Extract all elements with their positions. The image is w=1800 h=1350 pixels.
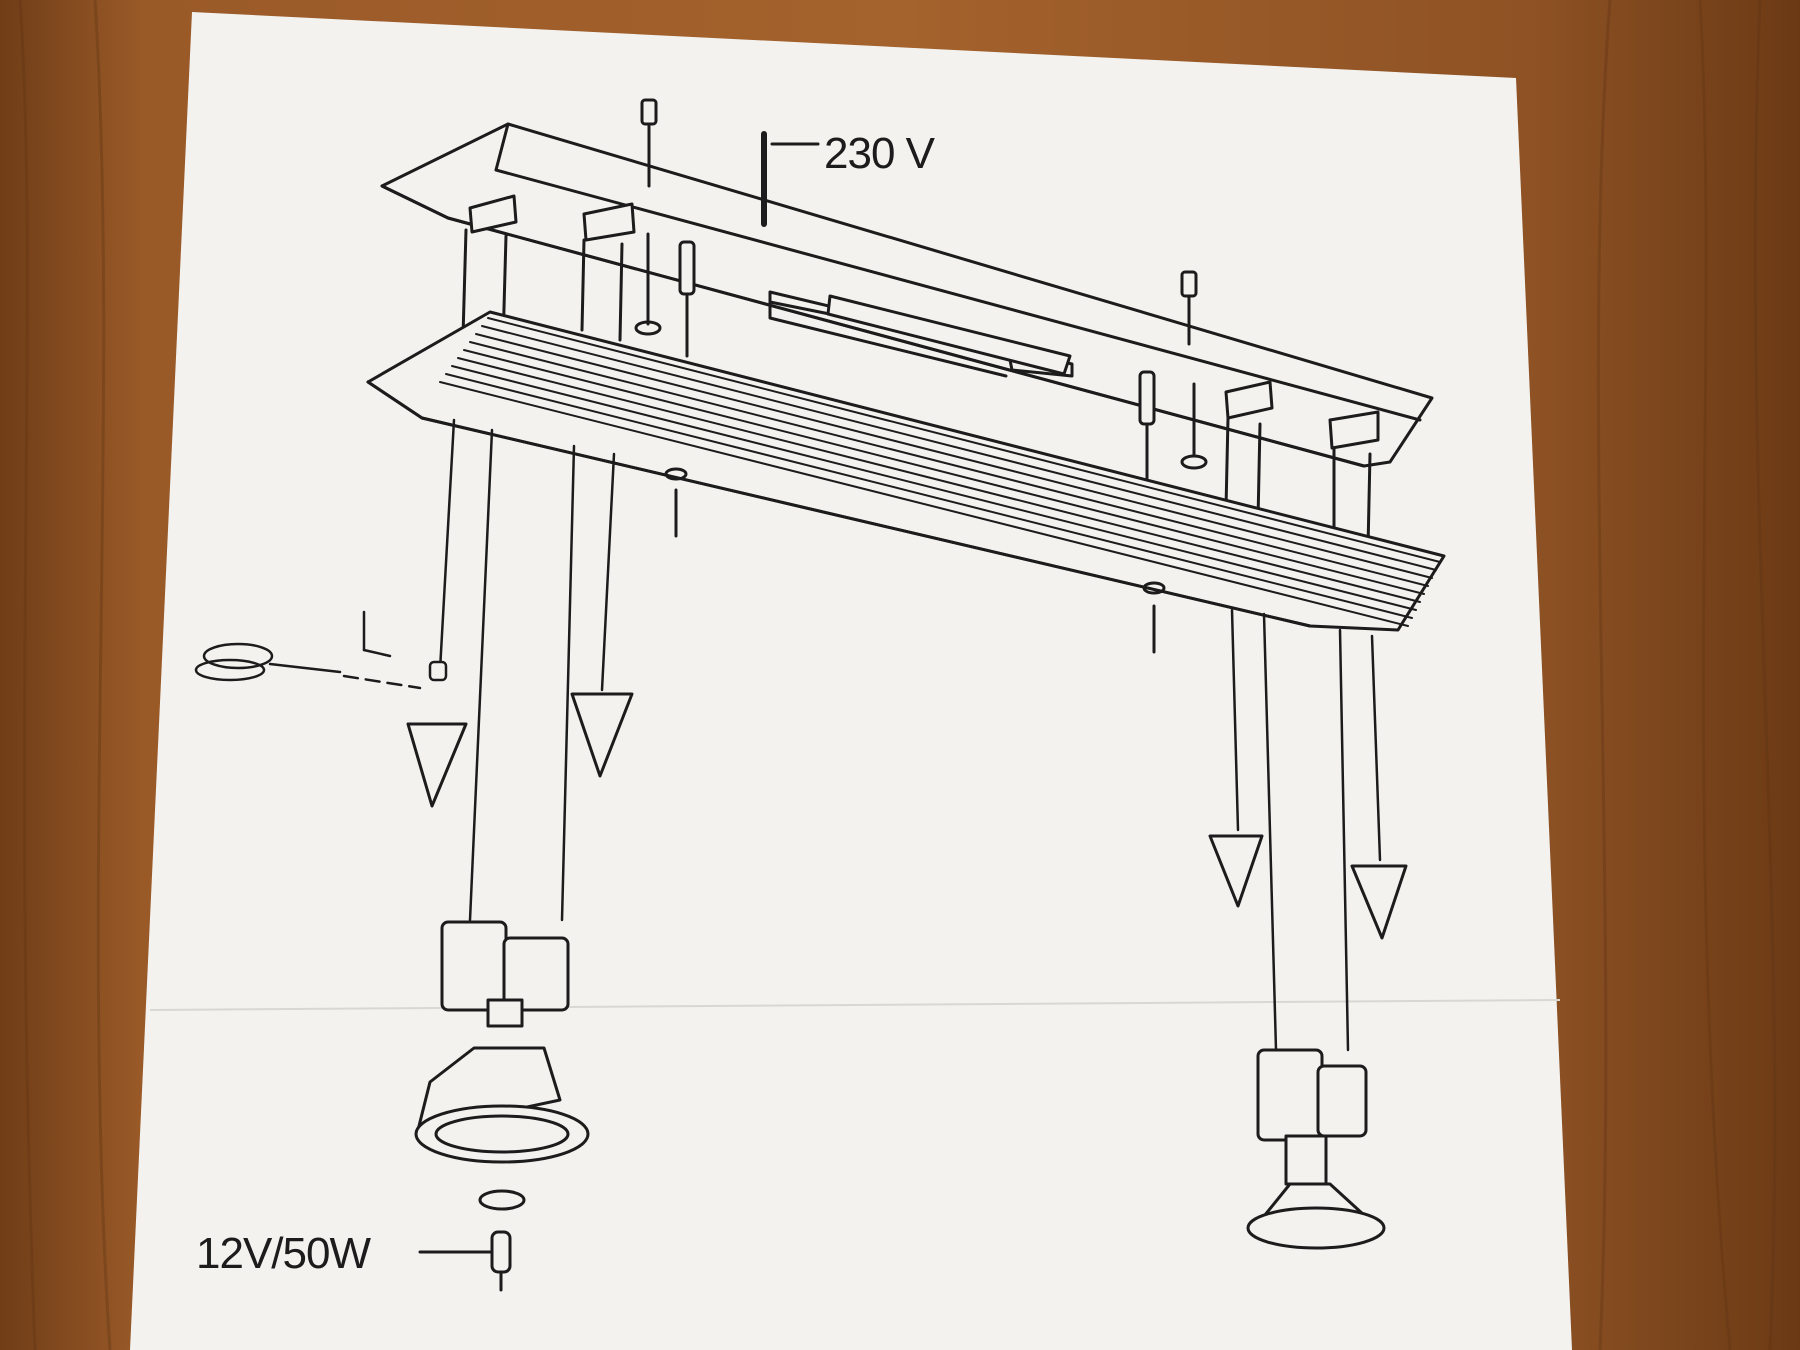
paper-sheet bbox=[130, 12, 1572, 1350]
scissors-icon bbox=[194, 610, 448, 690]
rail-brackets bbox=[468, 194, 1380, 450]
mains-voltage-label: 230 V bbox=[824, 129, 935, 178]
transformer bbox=[768, 290, 1074, 378]
ceiling-rail bbox=[380, 122, 1434, 468]
cone-weights bbox=[406, 692, 1408, 940]
right-lamp-head bbox=[1246, 1048, 1386, 1250]
mains-cable bbox=[761, 131, 820, 227]
bulb-rating-label: 12V/50W bbox=[196, 1229, 371, 1278]
screw-top-left bbox=[640, 98, 658, 188]
spacers bbox=[634, 232, 1208, 480]
reflector-screws bbox=[664, 467, 1166, 654]
screw-top-right bbox=[1180, 270, 1198, 346]
left-lamp-head bbox=[414, 920, 590, 1292]
suspension-wires bbox=[438, 418, 1382, 1052]
lamp-exploded-drawing bbox=[194, 98, 1446, 1292]
